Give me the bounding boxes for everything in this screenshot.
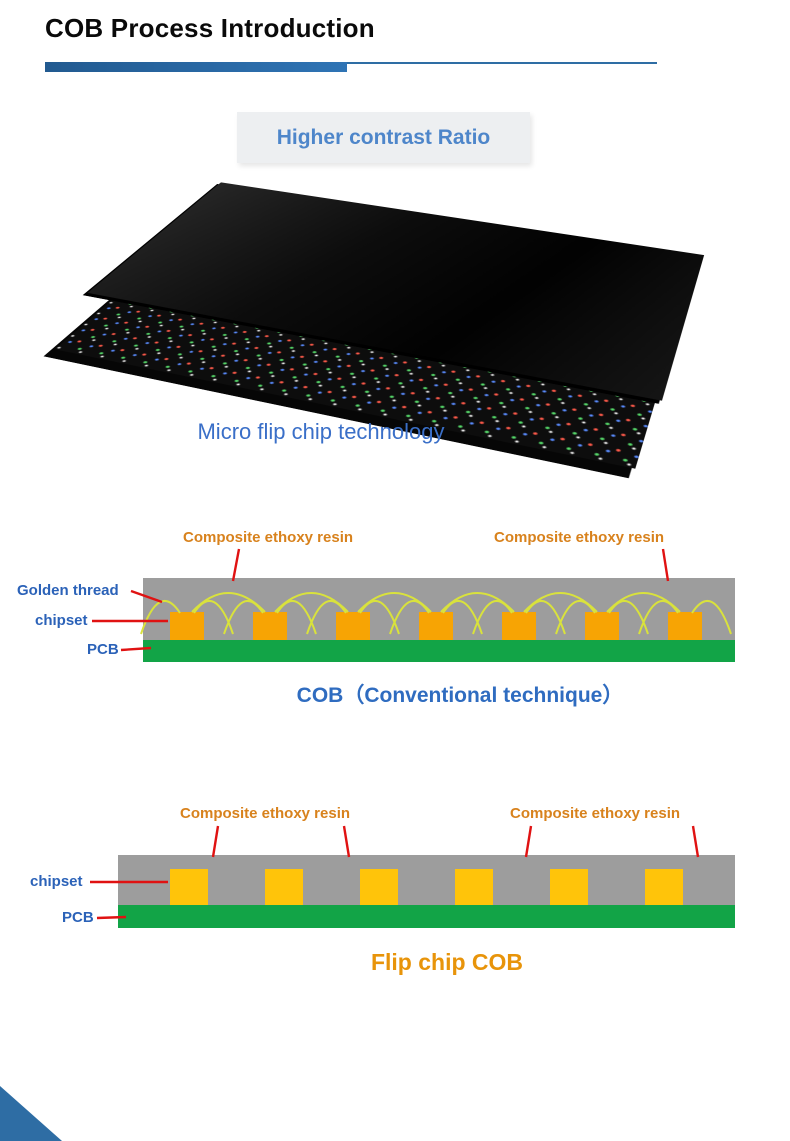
wire-arc — [440, 592, 515, 613]
wire-arc — [523, 592, 598, 613]
flip-chipset-rect — [170, 869, 208, 905]
conv-chipset-rect — [585, 612, 619, 640]
wire-arc — [555, 600, 596, 635]
conv-golden-thread-label: Golden thread — [17, 582, 119, 599]
flip-caption: Flip chip COB — [370, 949, 524, 975]
wire-arc — [608, 600, 649, 635]
leader-resin-flip-right-1 — [524, 825, 533, 858]
wire-arc — [389, 600, 430, 635]
conv-chipset-rect — [170, 612, 204, 640]
wire-arc — [191, 592, 266, 613]
wire-arc — [223, 600, 264, 635]
leader-resin-conv-left — [231, 548, 241, 582]
wire-arc — [193, 600, 234, 635]
wire-arc — [357, 592, 432, 613]
contrast-badge: Higher contrast Ratio — [237, 112, 530, 163]
golden-wire-arcs — [140, 592, 732, 635]
conv-chipset-rect — [336, 612, 370, 640]
hero-caption: Micro flip chip technology — [197, 419, 445, 444]
conv-resin-label-left: Composite ethoxy resin — [183, 529, 354, 546]
divider-line — [45, 62, 657, 64]
conv-pcb-layer — [143, 640, 735, 662]
flip-chipset-rect — [550, 869, 588, 905]
wire-arcs-group — [140, 592, 732, 635]
leader-resin-flip-left-2 — [342, 825, 351, 858]
page-title: COB Process Introduction — [45, 13, 375, 43]
wire-arc — [606, 592, 681, 613]
conv-chipset-rect — [668, 612, 702, 640]
flip-chipset-rect — [360, 869, 398, 905]
flip-resin-label-left: Composite ethoxy resin — [180, 805, 351, 822]
conv-pcb-label: PCB — [87, 641, 119, 658]
conv-resin-label-right: Composite ethoxy resin — [494, 529, 665, 546]
conv-caption: COB（Conventional technique） — [296, 684, 624, 707]
flip-chipset-rect — [455, 869, 493, 905]
wire-arc — [140, 600, 181, 635]
flip-resin-label-right: Composite ethoxy resin — [510, 805, 681, 822]
wire-arc — [525, 600, 566, 635]
wire-arc — [276, 600, 317, 635]
flip-pcb-label: PCB — [62, 909, 94, 926]
conv-chipset-rect — [419, 612, 453, 640]
leader-resin-flip-right-2 — [691, 825, 700, 858]
wire-arc — [359, 600, 400, 635]
flip-resin-layer — [118, 855, 735, 905]
wire-arc — [638, 600, 679, 635]
conv-chipset-label: chipset — [35, 612, 88, 629]
wire-arc — [274, 592, 349, 613]
corner-accent-shape — [0, 1086, 62, 1141]
flip-chipset-label: chipset — [30, 873, 83, 890]
conv-chipset-rect — [502, 612, 536, 640]
leader-resin-conv-right — [661, 548, 670, 582]
conv-chipset-rect — [253, 612, 287, 640]
divider-bar — [45, 62, 347, 72]
flip-chipset-rect — [645, 869, 683, 905]
flip-chipset-rect — [265, 869, 303, 905]
wire-arc — [306, 600, 347, 635]
wire-arc — [442, 600, 483, 635]
flip-pcb-layer — [118, 905, 735, 928]
leader-resin-flip-left-1 — [211, 825, 220, 858]
wire-arc — [691, 600, 732, 635]
wire-arc — [472, 600, 513, 635]
